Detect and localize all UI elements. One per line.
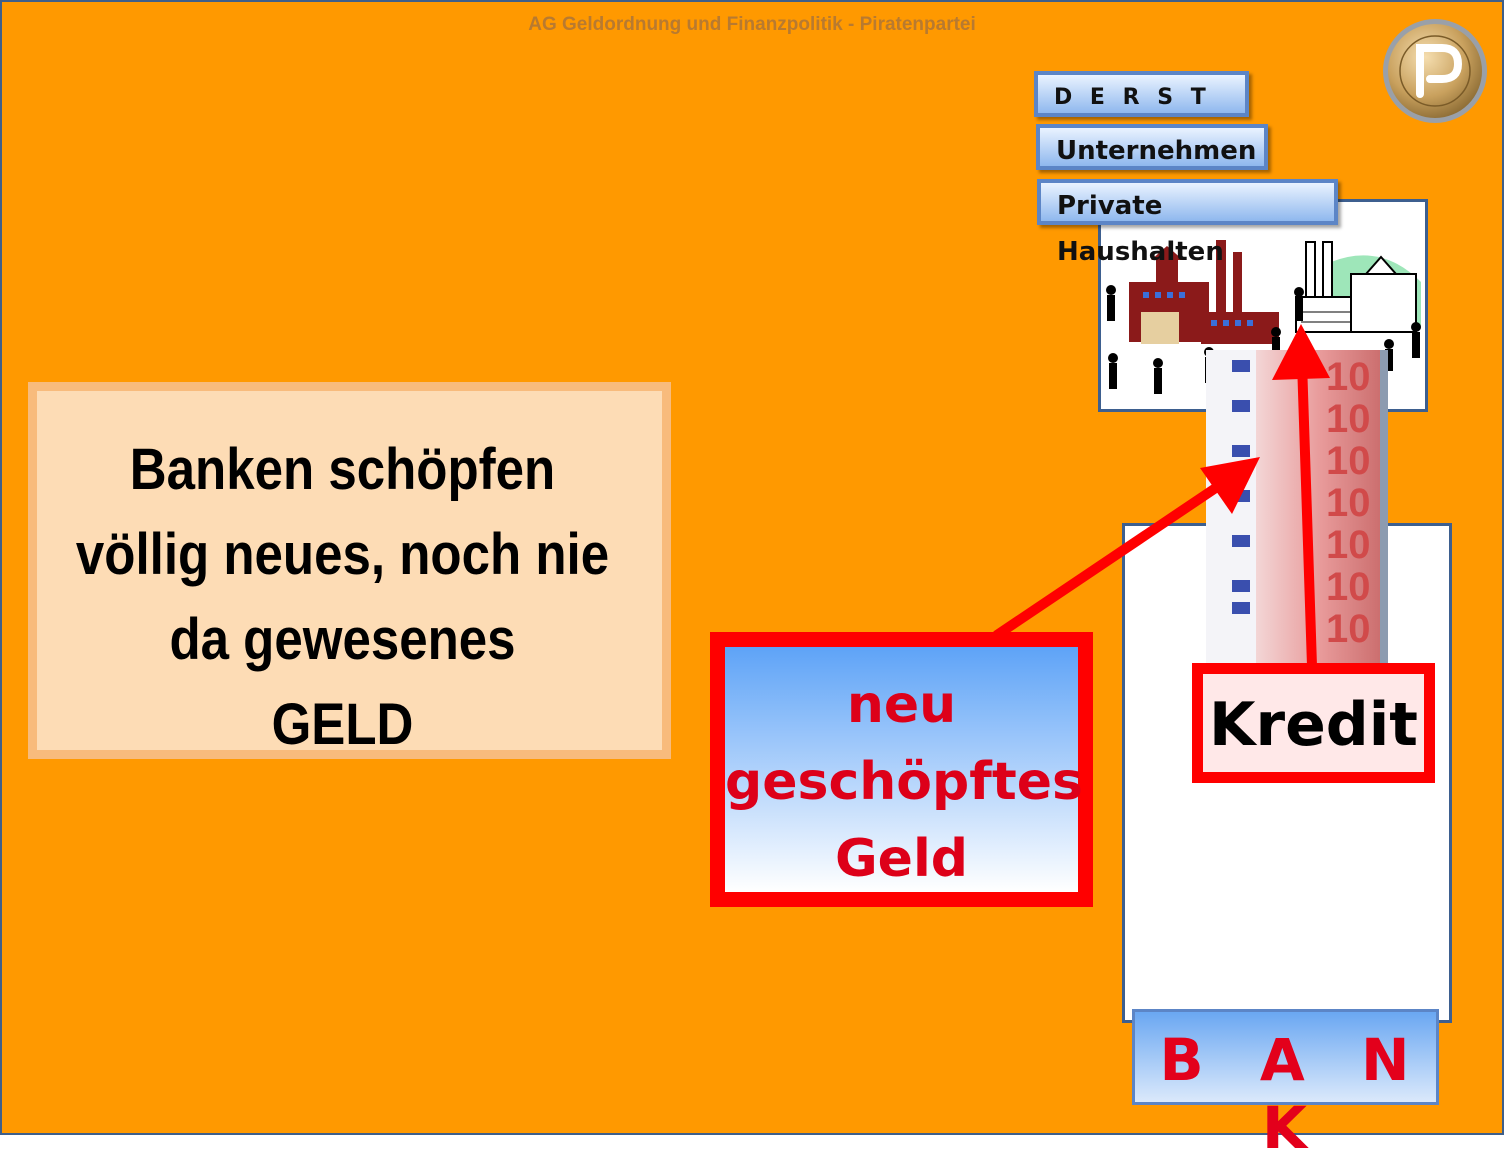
main-message: Banken schöpfen völlig neues, noch nie d… (60, 427, 626, 767)
credit-label: Kredit (1209, 690, 1418, 760)
svg-text:10: 10 (1326, 565, 1371, 609)
tab-private-haushalten: Private Haushalten (1037, 179, 1338, 267)
header-title: AG Geldordnung und Finanzpolitik - Pirat… (528, 14, 976, 35)
svg-text:10: 10 (1326, 523, 1371, 567)
tab-unternehmen: Unternehmen (1036, 124, 1268, 170)
factory-city-icon (1106, 240, 1421, 394)
main-line-2: völlig neues, noch nie (75, 522, 610, 587)
new-money-line-2: geschöpftes (725, 752, 1083, 812)
svg-text:10: 10 (1326, 607, 1371, 651)
new-money-box: neu geschöpftes Geld (710, 632, 1093, 907)
city-illustration (1098, 199, 1428, 412)
svg-text:10: 10 (1326, 355, 1371, 399)
main-message-box: Banken schöpfen völlig neues, noch nie d… (28, 382, 671, 759)
svg-text:10: 10 (1326, 481, 1371, 525)
svg-text:10: 10 (1326, 439, 1371, 483)
main-line-4: GELD (271, 692, 414, 757)
new-money-line-3: Geld (835, 829, 968, 889)
bank-label-box: B A N K (1132, 1009, 1439, 1162)
bank-label: B A N K (1159, 1026, 1428, 1162)
new-money-line-1: neu (846, 675, 957, 735)
tab-der-staat: D E R S T A A T (1034, 71, 1249, 156)
svg-text:10: 10 (1326, 397, 1371, 441)
credit-box: Kredit (1192, 663, 1435, 783)
pirate-party-coin-icon (1383, 19, 1487, 123)
main-line-1: Banken schöpfen (129, 437, 556, 502)
main-line-3: da gewesenes (169, 607, 516, 672)
